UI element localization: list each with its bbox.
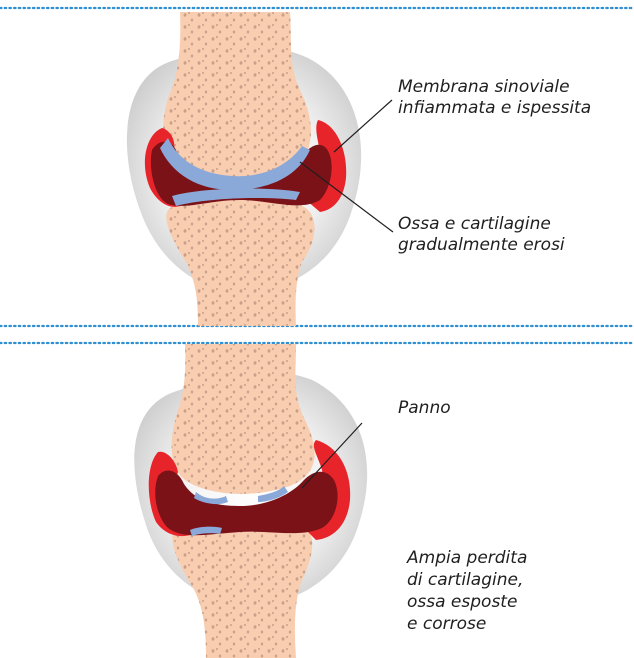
label-synovial-membrane: Membrana sinoviale infiammata e ispessit… <box>398 77 591 119</box>
joint-advanced <box>134 344 367 658</box>
lower-bone <box>166 197 314 326</box>
label-eroded-bone-cartilage: Ossa e cartilagine gradualmente erosi <box>398 214 565 256</box>
lower-bone <box>172 521 312 658</box>
label-cartilage-loss: Ampia perdita di cartilagine, ossa espos… <box>407 547 527 635</box>
upper-bone <box>172 344 315 494</box>
label-pannus: Panno <box>398 398 451 419</box>
joint-early <box>127 12 361 326</box>
